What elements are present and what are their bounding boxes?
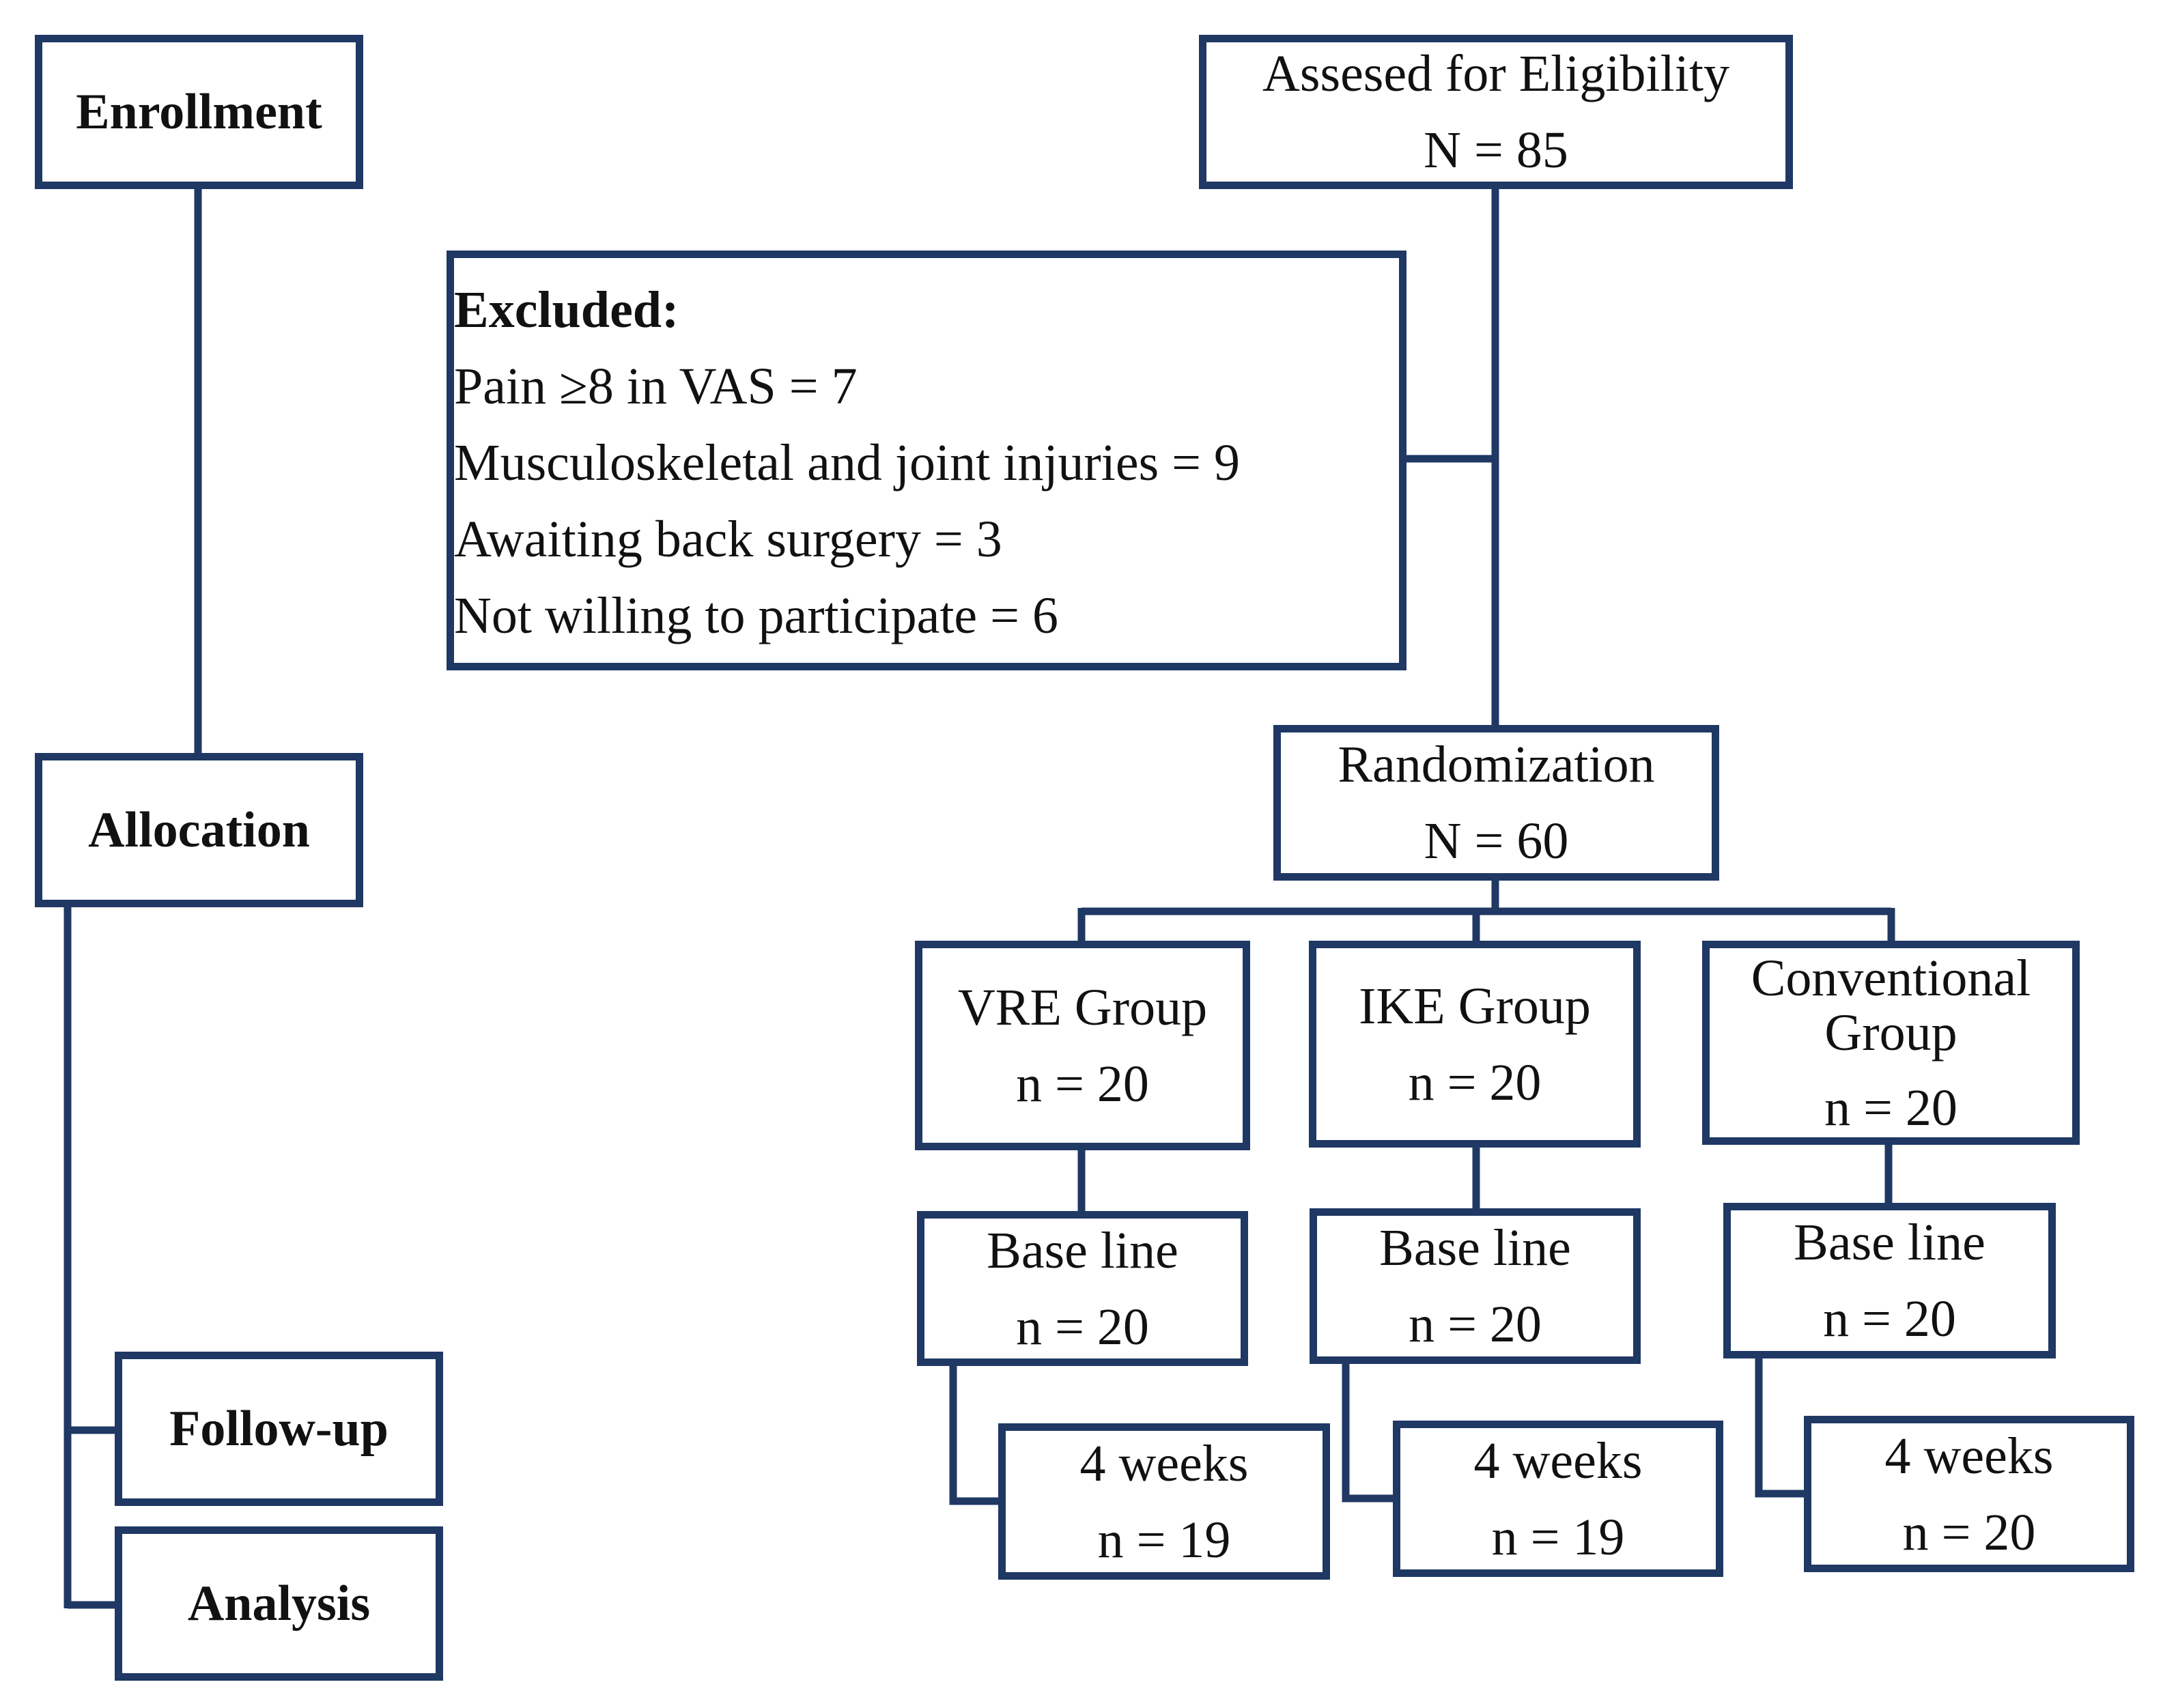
ike-group-box: IKE Group n = 20 xyxy=(1309,941,1641,1148)
group-name: VRE Group xyxy=(957,978,1208,1036)
followup-label: 4 weeks xyxy=(1079,1434,1249,1492)
excluded-heading: Excluded: xyxy=(454,281,679,339)
excluded-item: Not willing to participate = 6 xyxy=(454,587,1059,644)
followup-label: 4 weeks xyxy=(1884,1427,2054,1485)
randomization-title: Randomization xyxy=(1338,736,1655,793)
excluded-item: Pain ≥8 in VAS = 7 xyxy=(454,358,858,415)
ike-4weeks-box: 4 weeks n = 19 xyxy=(1393,1421,1723,1577)
conventional-4weeks-box: 4 weeks n = 20 xyxy=(1804,1416,2134,1572)
followup-count: n = 20 xyxy=(1902,1503,2036,1561)
vre-group-box: VRE Group n = 20 xyxy=(915,941,1250,1150)
baseline-count: n = 20 xyxy=(1016,1298,1149,1356)
enrollment-label: Enrollment xyxy=(76,84,322,140)
allocation-label: Allocation xyxy=(88,802,310,858)
baseline-label: Base line xyxy=(987,1221,1178,1279)
conventional-baseline-box: Base line n = 20 xyxy=(1723,1203,2056,1358)
group-name-line2: Group xyxy=(1824,1004,1957,1062)
followup-label: 4 weeks xyxy=(1473,1432,1643,1490)
excluded-item: Musculoskeletal and joint injuries = 9 xyxy=(454,434,1241,492)
eligibility-title: Assesed for Eligibility xyxy=(1262,45,1729,102)
followup-stage-box: Follow-up xyxy=(115,1352,443,1506)
eligibility-count: N = 85 xyxy=(1424,122,1568,179)
excluded-box: Excluded: Pain ≥8 in VAS = 7 Musculoskel… xyxy=(447,251,1406,670)
eligibility-box: Assesed for Eligibility N = 85 xyxy=(1199,35,1793,189)
followup-count: n = 19 xyxy=(1491,1508,1625,1566)
group-count: n = 20 xyxy=(1408,1053,1542,1111)
ike-baseline-box: Base line n = 20 xyxy=(1310,1208,1641,1364)
vre-baseline-box: Base line n = 20 xyxy=(917,1211,1248,1366)
analysis-label: Analysis xyxy=(187,1576,371,1632)
baseline-count: n = 20 xyxy=(1823,1290,1956,1348)
baseline-label: Base line xyxy=(1794,1214,1985,1271)
enrollment-stage-box: Enrollment xyxy=(35,35,363,189)
group-name-line1: Conventional xyxy=(1751,949,2031,1007)
group-count: n = 20 xyxy=(1824,1079,1957,1137)
baseline-count: n = 20 xyxy=(1409,1296,1542,1353)
baseline-label: Base line xyxy=(1379,1219,1571,1277)
followup-count: n = 19 xyxy=(1097,1511,1231,1569)
analysis-stage-box: Analysis xyxy=(115,1526,443,1681)
group-count: n = 20 xyxy=(1016,1055,1149,1113)
vre-4weeks-box: 4 weeks n = 19 xyxy=(998,1423,1330,1580)
excluded-item: Awaiting back surgery = 3 xyxy=(454,511,1002,568)
group-name: IKE Group xyxy=(1359,977,1591,1035)
followup-label: Follow-up xyxy=(169,1401,388,1457)
randomization-box: Randomization N = 60 xyxy=(1273,725,1719,881)
conventional-group-box: Conventional Group n = 20 xyxy=(1702,941,2080,1145)
randomization-count: N = 60 xyxy=(1424,812,1569,870)
allocation-stage-box: Allocation xyxy=(35,753,363,907)
